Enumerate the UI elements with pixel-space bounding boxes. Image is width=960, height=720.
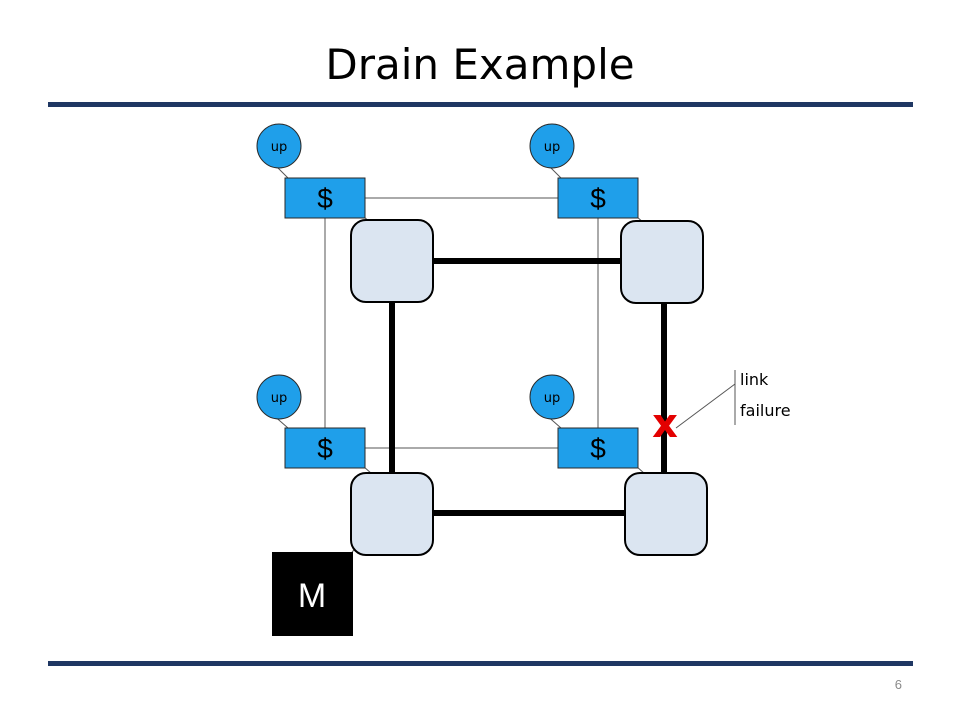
up-label: up <box>271 391 288 406</box>
cache-label: $ <box>590 433 606 464</box>
slide-title: Drain Example <box>325 40 635 89</box>
annotation-pointer <box>675 383 736 429</box>
router-bottom-right <box>624 472 708 556</box>
annotation-line-1: link <box>740 370 769 389</box>
monitor-label: M <box>298 577 326 615</box>
cache-top-left: $ <box>284 177 366 219</box>
up-label: up <box>544 140 561 155</box>
up-label: up <box>544 391 561 406</box>
router-bottom-left <box>350 472 434 556</box>
up-badge-top-right: up <box>529 123 575 169</box>
cache-bottom-left: $ <box>284 427 366 469</box>
cache-bottom-right: $ <box>557 427 639 469</box>
slide-number: 6 <box>894 677 902 692</box>
up-badges: up up up up <box>256 123 575 420</box>
up-label: up <box>271 140 288 155</box>
annotation-line-2: failure <box>740 401 791 420</box>
routers <box>350 219 708 556</box>
up-badge-bottom-left: up <box>256 374 302 420</box>
cache-top-right: $ <box>557 177 639 219</box>
router-links <box>389 258 667 516</box>
failure-annotation: link failure <box>740 370 791 420</box>
caches: $ $ $ $ <box>284 177 639 469</box>
router-top-right <box>620 220 704 304</box>
monitor-node: M <box>272 552 353 636</box>
bottom-divider <box>48 661 913 666</box>
router-top-left <box>350 219 434 303</box>
cache-label: $ <box>317 183 333 214</box>
up-badge-bottom-right: up <box>529 374 575 420</box>
top-divider <box>48 102 913 107</box>
cache-label: $ <box>317 433 333 464</box>
link-failure-mark: x <box>652 401 678 447</box>
cache-label: $ <box>590 183 606 214</box>
up-badge-top-left: up <box>256 123 302 169</box>
